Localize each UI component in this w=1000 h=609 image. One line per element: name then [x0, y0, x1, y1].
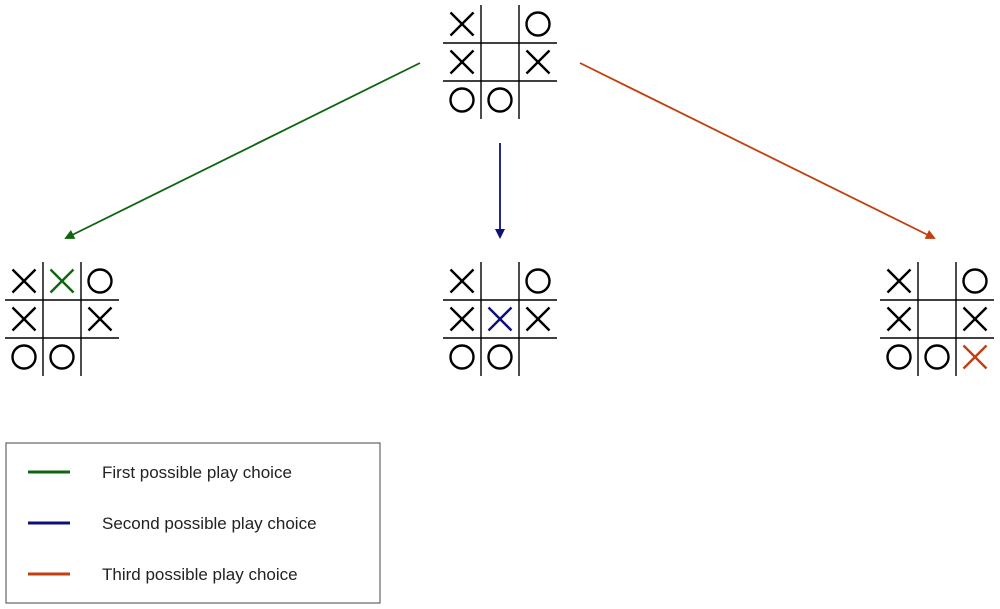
legend-label-first: First possible play choice — [102, 463, 292, 482]
legend-label-third: Third possible play choice — [102, 565, 298, 584]
o-mark — [87, 268, 113, 294]
boards-layer — [5, 5, 994, 376]
x-mark — [49, 268, 75, 294]
board-current — [443, 5, 557, 119]
x-mark — [962, 344, 988, 370]
arrow-first — [64, 62, 421, 239]
x-mark — [886, 306, 912, 332]
o-mark — [49, 344, 75, 370]
board-first-choice — [5, 262, 119, 376]
o-mark — [525, 268, 551, 294]
x-mark — [449, 268, 475, 294]
o-mark — [886, 344, 912, 370]
o-mark — [962, 268, 988, 294]
o-mark — [449, 87, 475, 113]
x-mark — [525, 306, 551, 332]
x-mark — [449, 306, 475, 332]
o-mark — [924, 344, 950, 370]
x-mark — [87, 306, 113, 332]
o-mark — [449, 344, 475, 370]
x-mark — [449, 11, 475, 37]
o-mark — [487, 344, 513, 370]
x-mark — [11, 268, 37, 294]
legend: First possible play choice Second possib… — [5, 442, 381, 604]
o-mark — [11, 344, 37, 370]
arrows-layer — [64, 62, 936, 239]
board-second-choice — [443, 262, 557, 376]
arrow-third — [579, 62, 936, 239]
x-mark — [487, 306, 513, 332]
x-mark — [962, 306, 988, 332]
o-mark — [525, 11, 551, 37]
x-mark — [886, 268, 912, 294]
x-mark — [449, 49, 475, 75]
board-third-choice — [880, 262, 994, 376]
o-mark — [487, 87, 513, 113]
legend-label-second: Second possible play choice — [102, 514, 317, 533]
x-mark — [11, 306, 37, 332]
x-mark — [525, 49, 551, 75]
